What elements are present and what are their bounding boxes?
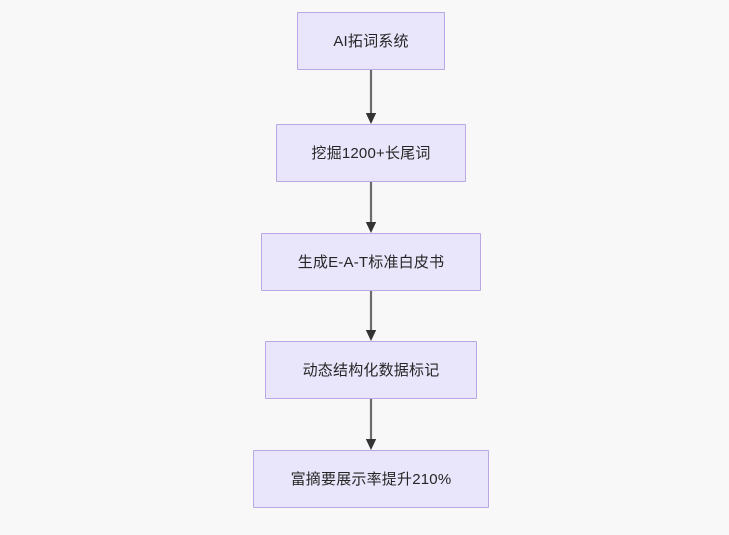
arrowhead-down-icon [365, 330, 377, 341]
arrowhead-down-icon [365, 113, 377, 124]
arrowhead-down-icon [365, 222, 377, 233]
flow-node-ai-keyword-system[interactable]: AI拓词系统 [297, 12, 445, 70]
flow-node-label: 生成E-A-T标准白皮书 [297, 253, 445, 271]
flow-edge-n1-n2 [364, 182, 378, 233]
flow-edge-n3-n4 [364, 399, 378, 450]
flow-node-label: 动态结构化数据标记 [302, 361, 440, 379]
flow-node-label: AI拓词系统 [333, 32, 409, 50]
flow-node-dynamic-structured-data-markup[interactable]: 动态结构化数据标记 [265, 341, 477, 399]
flow-node-label: 挖掘1200+长尾词 [311, 144, 431, 162]
flow-node-mine-longtail-keywords[interactable]: 挖掘1200+长尾词 [276, 124, 466, 182]
flow-edge-n0-n1 [364, 70, 378, 124]
flow-node-generate-eat-whitepaper[interactable]: 生成E-A-T标准白皮书 [261, 233, 481, 291]
arrowhead-down-icon [365, 439, 377, 450]
flow-node-rich-snippet-impression-lift[interactable]: 富摘要展示率提升210% [253, 450, 489, 508]
flow-node-label: 富摘要展示率提升210% [290, 470, 452, 488]
flow-edge-n2-n3 [364, 291, 378, 341]
